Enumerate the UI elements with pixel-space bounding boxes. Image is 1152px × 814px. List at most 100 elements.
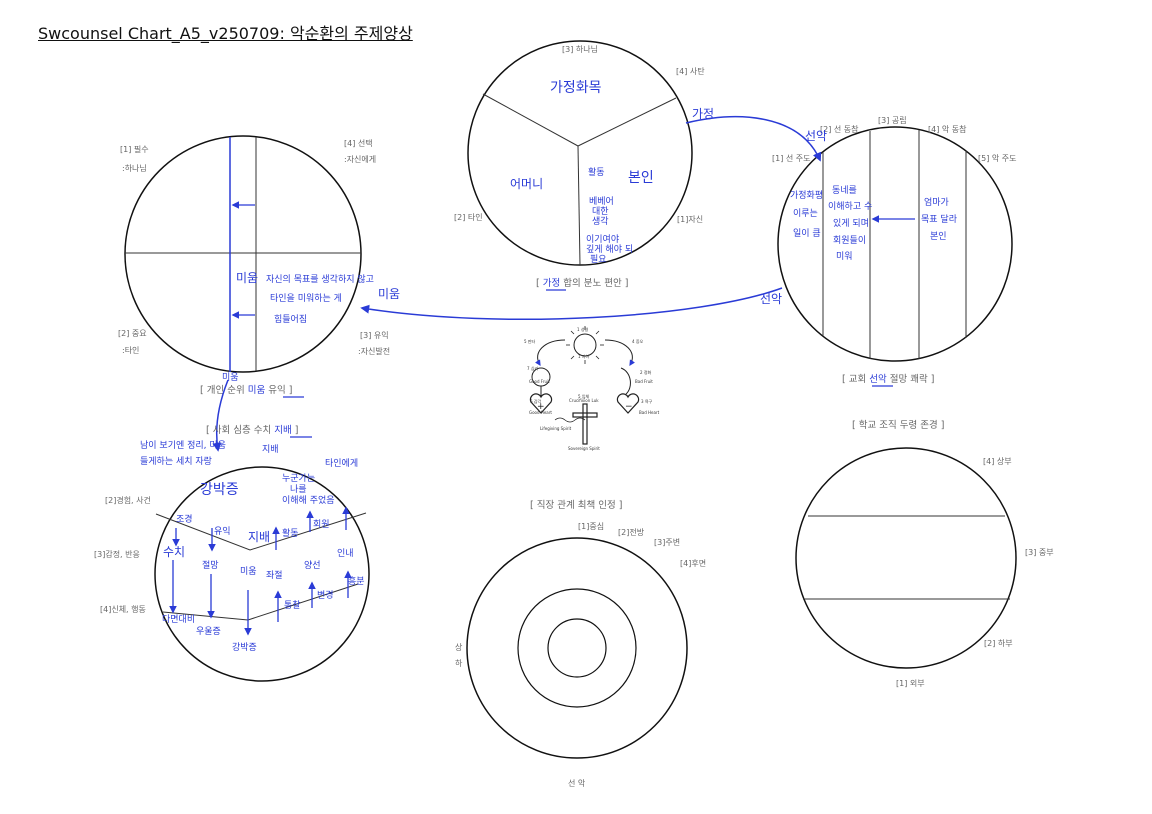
cf-heart-bad	[616, 393, 640, 414]
bl-w16: 강박증	[232, 642, 257, 653]
right-note-good-evil-bottom: 선악	[760, 292, 782, 306]
br-caption: [ 학교 조직 두령 존경 ]	[852, 419, 944, 431]
right-label-2: [2] 선 동참	[820, 124, 859, 134]
arrow-note-hate: 미움	[378, 287, 400, 301]
bc-caption: [ 직장 관계 최책 인정 ]	[530, 499, 622, 511]
cf-cross-horizontal	[572, 412, 598, 418]
br-label-outer: [1] 외부	[896, 678, 925, 688]
svg-text:Lifegiving Spirit: Lifegiving Spirit	[540, 426, 572, 431]
arrow-top-to-right	[685, 116, 822, 162]
br-outline	[795, 447, 1017, 669]
bottom-center-circle: [ 직장 관계 최책 인정 ] [1]중심 [2]전방 [3]주변 [4]후면 …	[455, 499, 706, 788]
top-label-others: [2] 타인	[454, 212, 483, 222]
top-note-6: 깊게 해야 되	[586, 243, 633, 255]
bc-label-front: [2]전방	[618, 527, 645, 537]
left-note-line-1: 자신의 목표를 생각하지 않고	[266, 273, 374, 285]
br-label-lower: [2] 하부	[984, 638, 1013, 648]
bc-bottom-label: 선 악	[568, 778, 586, 788]
left-note-hate-bottom: 미움	[222, 372, 239, 383]
right-label-4: [4] 악 동참	[928, 124, 967, 134]
right-note-3: 일이 큼	[793, 228, 821, 239]
bottom-left-circle: [2]경험, 사건 [3]감정, 반응 [4]신체, 행동 지배 남이 보기엔 …	[94, 424, 370, 682]
cf-plus-icon: +	[537, 402, 545, 412]
bc-inner-ring	[547, 618, 607, 678]
top-circle-outline	[467, 40, 693, 266]
right-note-1: 가정화평	[790, 190, 823, 201]
bc-side-bottom: 하	[455, 658, 463, 668]
svg-text:3 욕구: 3 욕구	[641, 399, 652, 404]
bl-w9: 양선	[304, 560, 321, 571]
bl-label-experience: [2]경험, 사건	[105, 495, 151, 505]
cf-minus-icon: −	[625, 402, 633, 412]
svg-text:1 성령: 1 성령	[577, 326, 588, 332]
top-note-2: 베베어	[589, 196, 614, 207]
left-note-line-3: 힘들어짐	[274, 314, 307, 325]
right-label-3: [3] 공립	[878, 116, 907, 125]
right-note-6: 있게 되며	[833, 217, 869, 229]
top-note-7: 필요	[590, 253, 607, 265]
cf-sun	[573, 333, 597, 357]
bottom-right-circle: [ 학교 조직 두령 존경 ] [4] 상부 [3] 중부 [2] 하부 [1]…	[795, 419, 1054, 688]
svg-text:Sovereign Spirit: Sovereign Spirit	[568, 446, 600, 451]
svg-text:1 자아: 1 자아	[578, 353, 589, 359]
bc-label-back: [4]후면	[680, 558, 706, 568]
right-label-1: [1] 선 주도	[772, 154, 811, 163]
svg-text:Good Heart: Good Heart	[529, 410, 552, 415]
right-note-5: 이해하고 수	[828, 201, 872, 212]
cf-heart-good	[529, 393, 553, 414]
left-label-others: :타인	[122, 345, 139, 355]
left-label-god: :하나님	[122, 163, 147, 173]
left-circle-outline	[124, 135, 362, 373]
svg-text:5 입체: 5 입체	[578, 393, 589, 399]
svg-text:7 심리: 7 심리	[527, 365, 538, 371]
bl-label-body: [4]신체, 행동	[100, 604, 146, 614]
left-label-important: [2] 중요	[118, 329, 147, 338]
right-note-4: 동네를	[832, 185, 857, 196]
bl-note-me: 나를	[290, 484, 307, 495]
cf-wave	[554, 417, 586, 423]
bc-label-center: [1]중심	[578, 521, 604, 531]
top-note-1: 활동	[588, 166, 605, 178]
bl-note-line-2: 들게하는 세치 자랑	[140, 455, 212, 467]
bl-w5: 지배	[248, 530, 270, 544]
top-circle-divider-right	[577, 97, 677, 147]
bc-middle-ring	[517, 588, 637, 708]
bc-label-around: [3]주변	[654, 537, 680, 547]
page-title: Swcounsel Chart_A5_v250709: 악순환의 주제양상	[38, 24, 413, 43]
top-note-3: 대한	[592, 206, 609, 217]
left-note-hate-vertical: 미움	[236, 271, 258, 285]
right-note-9: 엄마가	[924, 196, 949, 208]
svg-text:6 감각: 6 감각	[530, 398, 541, 404]
br-label-upper: [4] 상부	[983, 456, 1012, 466]
left-label-essential: [1] 필수	[120, 144, 149, 154]
svg-text:2 정화: 2 정화	[640, 369, 651, 375]
top-circle: [3] 하나님 [4] 사탄 [2] 타인 [1]자신 가정화목 어머니 본인 …	[454, 40, 705, 291]
bl-w15: 우울증	[196, 626, 221, 637]
cf-sun-rays	[566, 326, 604, 364]
left-label-self-growth: :자신발전	[358, 346, 390, 356]
right-note-7: 회원들이	[833, 235, 866, 246]
bl-w12: 통찰	[284, 600, 301, 611]
bl-note-someone: 누군가는	[282, 473, 315, 484]
left-circle: [1] 필수 :하나님 [4] 선택 :자신에게 [2] 중요 :타인 [3] …	[118, 135, 390, 398]
bl-w4: 절망	[202, 559, 219, 571]
cf-labels: 1 성령 5 판타 4 증오 7 심리 2 정화 1 자아 6 감각 3 욕구 …	[524, 326, 660, 451]
svg-text:Good Fruit: Good Fruit	[529, 379, 550, 384]
svg-text:5 판타: 5 판타	[524, 338, 535, 344]
svg-text:Bad Fruit: Bad Fruit	[635, 379, 653, 384]
cf-figure-right	[620, 367, 631, 395]
bl-w13: 변경	[317, 589, 334, 601]
left-label-self: :자신에게	[344, 154, 376, 164]
cf-arrow-left	[534, 339, 566, 367]
top-circle-divider-bottom	[577, 145, 581, 266]
arrow-right-to-left	[360, 287, 783, 321]
top-label-satan: [4] 사탄	[676, 66, 705, 76]
arrow-left-to-bottom	[212, 379, 229, 452]
bottom-left-divider-upper	[155, 512, 367, 551]
bl-note-obsession: 강박증	[200, 482, 239, 498]
cf-arrow-right	[604, 339, 636, 367]
right-circle: [1] 선 주도 [2] 선 동참 [3] 공립 [4] 악 동참 [5] 악 …	[760, 116, 1017, 387]
right-note-good-evil-top: 선악	[805, 129, 827, 143]
bl-note-dominance-top: 지배	[262, 444, 279, 455]
